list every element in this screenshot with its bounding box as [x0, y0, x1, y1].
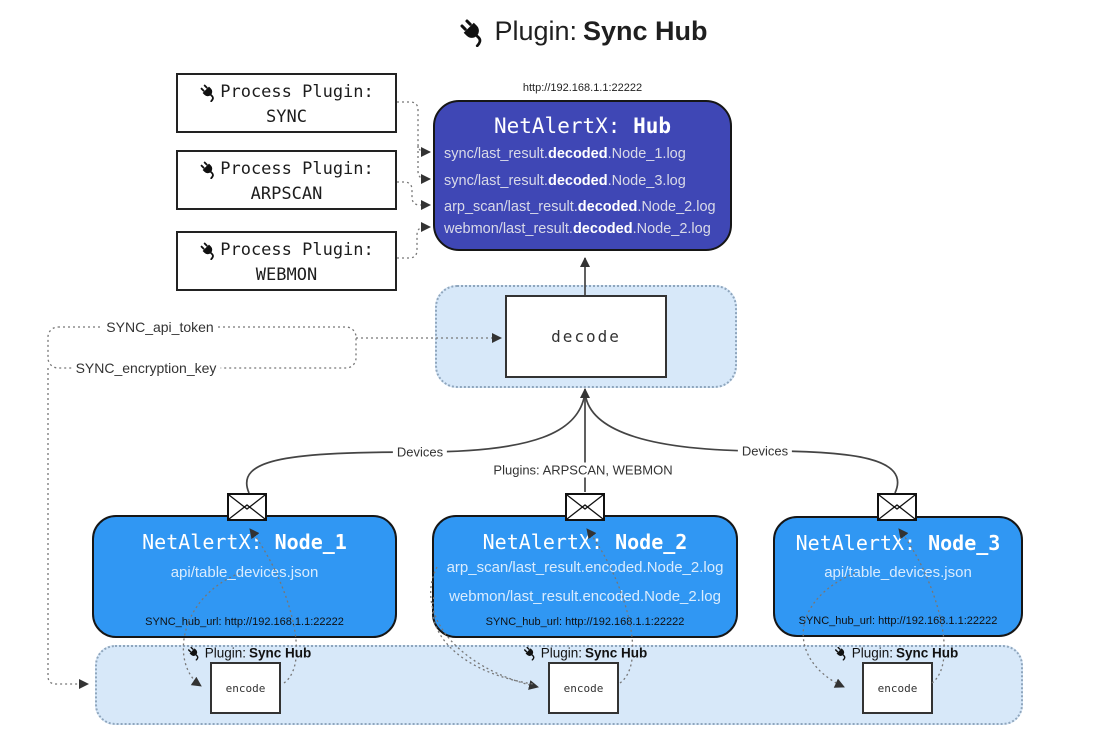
setting-encryption-key: SYNC_encryption_key: [71, 360, 221, 376]
page-title-name: Sync Hub: [583, 16, 708, 46]
edge-label-devices-right: Devices: [737, 443, 793, 459]
edge-label-devices-left: Devices: [392, 444, 448, 460]
encode-box: encode: [210, 662, 281, 714]
connector-sync-to-hub-2: [417, 146, 431, 184]
envelope-icon: [227, 493, 267, 521]
encode-box: encode: [862, 662, 933, 714]
process-plugin-box-webmon: Process Plugin: WEBMON: [176, 231, 397, 291]
connector-key-to-sync-container: [47, 368, 89, 689]
hub-title: NetAlertX: Hub: [435, 114, 730, 138]
plug-icon: [458, 16, 489, 47]
node-title: NetAlertX: Node_3: [795, 531, 1001, 555]
hub-file-row: sync/last_result.decoded.Node_1.log: [444, 146, 686, 162]
page-title: Plugin: Sync Hub: [333, 16, 833, 47]
node-file: webmon/last_result.encoded.Node_2.log: [449, 588, 721, 605]
process-plugin-label: Process Plugin:: [220, 159, 374, 179]
process-plugin-box-sync: Process Plugin: SYNC: [176, 73, 397, 133]
node-file: api/table_devices.json: [824, 564, 972, 581]
hub-file-row: sync/last_result.decoded.Node_3.log: [444, 173, 686, 189]
hub-file-row: arp_scan/last_result.decoded.Node_2.log: [444, 199, 716, 215]
envelope-icon: [877, 493, 917, 521]
sync-plugin-label: Plugin:Sync Hub: [833, 645, 958, 661]
process-plugin-name: WEBMON: [255, 264, 318, 285]
edge-label-plugins: Plugins: ARPSCAN, WEBMON: [489, 462, 677, 478]
connector-webmon-to-hub: [397, 222, 431, 259]
node-file: arp_scan/last_result.encoded.Node_2.log: [446, 559, 724, 576]
node-box-3: NetAlertX: Node_3 api/table_devices.json…: [773, 516, 1023, 637]
process-plugin-box-arpscan: Process Plugin: ARPSCAN: [176, 150, 397, 210]
process-plugin-label: Process Plugin:: [220, 240, 374, 260]
sync-plugin-label: Plugin:Sync Hub: [522, 645, 647, 661]
node-file: api/table_devices.json: [170, 564, 319, 581]
node-title: NetAlertX: Node_2: [482, 530, 688, 554]
node-hub-url: SYNC_hub_url: http://192.168.1.1:22222: [798, 615, 998, 627]
connector-arpscan-to-hub: [397, 181, 431, 210]
process-plugin-label: Process Plugin:: [220, 82, 374, 102]
node-hub-url: SYNC_hub_url: http://192.168.1.1:22222: [485, 616, 685, 628]
hub-url: http://192.168.1.1:22222: [522, 82, 643, 94]
hub-box: NetAlertX: Hub sync/last_result.decoded.…: [433, 100, 732, 251]
hub-title-prefix: NetAlertX:: [493, 114, 634, 138]
setting-api-token: SYNC_api_token: [102, 319, 218, 335]
hub-file-row: webmon/last_result.decoded.Node_2.log: [444, 221, 711, 237]
node-title: NetAlertX: Node_1: [142, 530, 347, 554]
plug-icon: [199, 82, 219, 102]
plug-icon: [199, 159, 219, 179]
node-box-2: NetAlertX: Node_2 arp_scan/last_result.e…: [432, 515, 738, 638]
decode-box: decode: [505, 295, 667, 378]
plug-icon: [522, 645, 538, 661]
node-box-1: NetAlertX: Node_1 api/table_devices.json…: [92, 515, 397, 638]
sync-plugin-label: Plugin:Sync Hub: [186, 645, 311, 661]
hub-title-name: Hub: [633, 114, 671, 138]
envelope-icon: [565, 493, 605, 521]
plug-icon: [186, 645, 202, 661]
process-plugin-name: ARPSCAN: [250, 183, 323, 204]
page-title-label: Plugin:: [494, 16, 578, 46]
encode-box: encode: [548, 662, 619, 714]
process-plugin-name: SYNC: [266, 106, 307, 127]
connector-sync-to-hub-1: [397, 101, 431, 157]
plug-icon: [833, 645, 849, 661]
plug-icon: [199, 240, 219, 260]
node-hub-url: SYNC_hub_url: http://192.168.1.1:22222: [145, 616, 344, 628]
